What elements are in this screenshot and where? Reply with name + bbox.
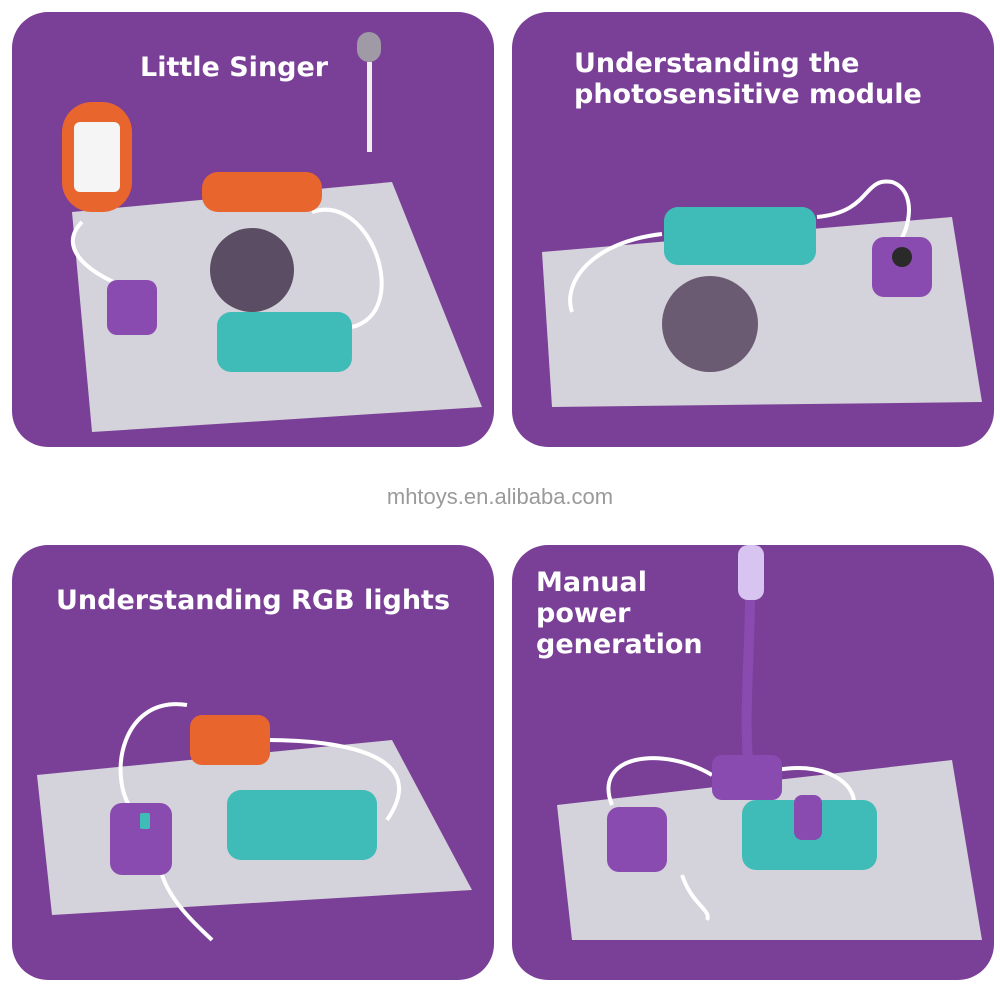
lamp-base-module: [712, 755, 782, 800]
power-supply-module: [227, 790, 377, 860]
cable: [311, 207, 384, 329]
panel-title: Manual power generation: [536, 567, 703, 660]
panel-title: Little Singer: [140, 52, 329, 83]
speaker-module: [662, 276, 758, 372]
cable: [816, 179, 911, 254]
power-supply-module: [217, 312, 352, 372]
panel-title: Understanding RGB lights: [56, 585, 451, 616]
orange-music-module: [202, 172, 322, 212]
purple-switch-module: [607, 807, 667, 872]
cable: [118, 702, 188, 812]
panel-rgb-lights: Understanding RGB lights: [12, 545, 494, 980]
microphone-stand: [367, 62, 372, 152]
speaker-module: [210, 228, 294, 312]
watermark: mhtoys.en.alibaba.com: [386, 484, 614, 509]
lamp-neck: [741, 599, 755, 761]
power-supply-module: [664, 207, 816, 265]
photosensitive-photo: [542, 179, 982, 407]
rgb-lights-photo: [37, 702, 472, 942]
cable: [266, 738, 402, 822]
cable: [680, 874, 710, 921]
microphone-head: [357, 32, 381, 62]
manual-power-photo: [557, 545, 982, 940]
purple-switch-module: [110, 803, 172, 875]
cable: [160, 874, 214, 942]
purple-switch-module: [107, 280, 157, 335]
panel-little-singer: Little Singer: [12, 12, 494, 447]
lamp-head: [738, 545, 764, 600]
little-singer-photo: [62, 32, 482, 432]
panel-manual-power-generation: Manual power generation: [512, 545, 994, 980]
hand-crank: [794, 795, 822, 840]
panel-photosensitive-module: Understanding the photosensitive module: [512, 12, 994, 447]
cable: [568, 232, 663, 313]
cable: [606, 756, 714, 806]
panel-title: Understanding the photosensitive module: [574, 48, 922, 110]
led-panel: [74, 122, 120, 192]
switch-toggle: [140, 813, 150, 829]
rgb-light-module: [190, 715, 270, 765]
baseplate: [72, 182, 482, 432]
light-sensor: [892, 247, 912, 267]
